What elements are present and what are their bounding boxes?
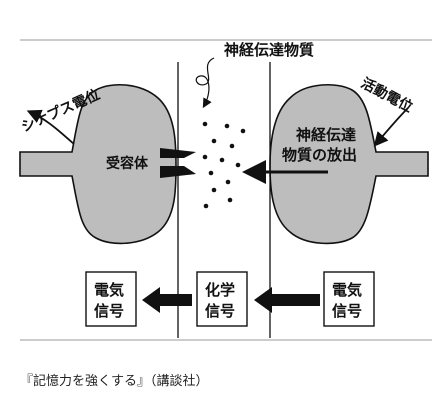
receptor-shape-bottom [160, 166, 196, 178]
signal-arrow-right-to-middle [254, 287, 320, 313]
signal-arrow-middle-to-left [142, 287, 192, 313]
left-neuron-terminal [19, 83, 177, 245]
receptor-label: 受容体 [106, 155, 149, 172]
neurotransmitter-pointer-arrow [195, 57, 215, 109]
release-label-line2: 物質の放出 [282, 146, 357, 164]
middle-box-line2: 信号 [205, 302, 235, 320]
action-potential-arrow [373, 107, 409, 147]
right-box-line2: 信号 [332, 302, 362, 320]
right-signal-box [323, 271, 375, 327]
right-box-line1: 電気 [332, 281, 362, 299]
left-signal-box [85, 271, 137, 327]
neurotransmitter-label: 神経伝達物質 [224, 41, 314, 59]
synaptic-potential-arrow [26, 109, 75, 145]
receptor-shape-top [160, 148, 196, 158]
release-label-line1: 神経伝達 [296, 126, 356, 144]
middle-signal-box [196, 271, 248, 327]
left-box-line1: 電気 [94, 281, 124, 299]
left-box-line2: 信号 [94, 302, 124, 320]
middle-box-line1: 化学 [205, 281, 235, 299]
source-caption: 『記憶力を強くする』（講談社） [20, 374, 209, 389]
neurotransmitter-dots [202, 121, 246, 209]
